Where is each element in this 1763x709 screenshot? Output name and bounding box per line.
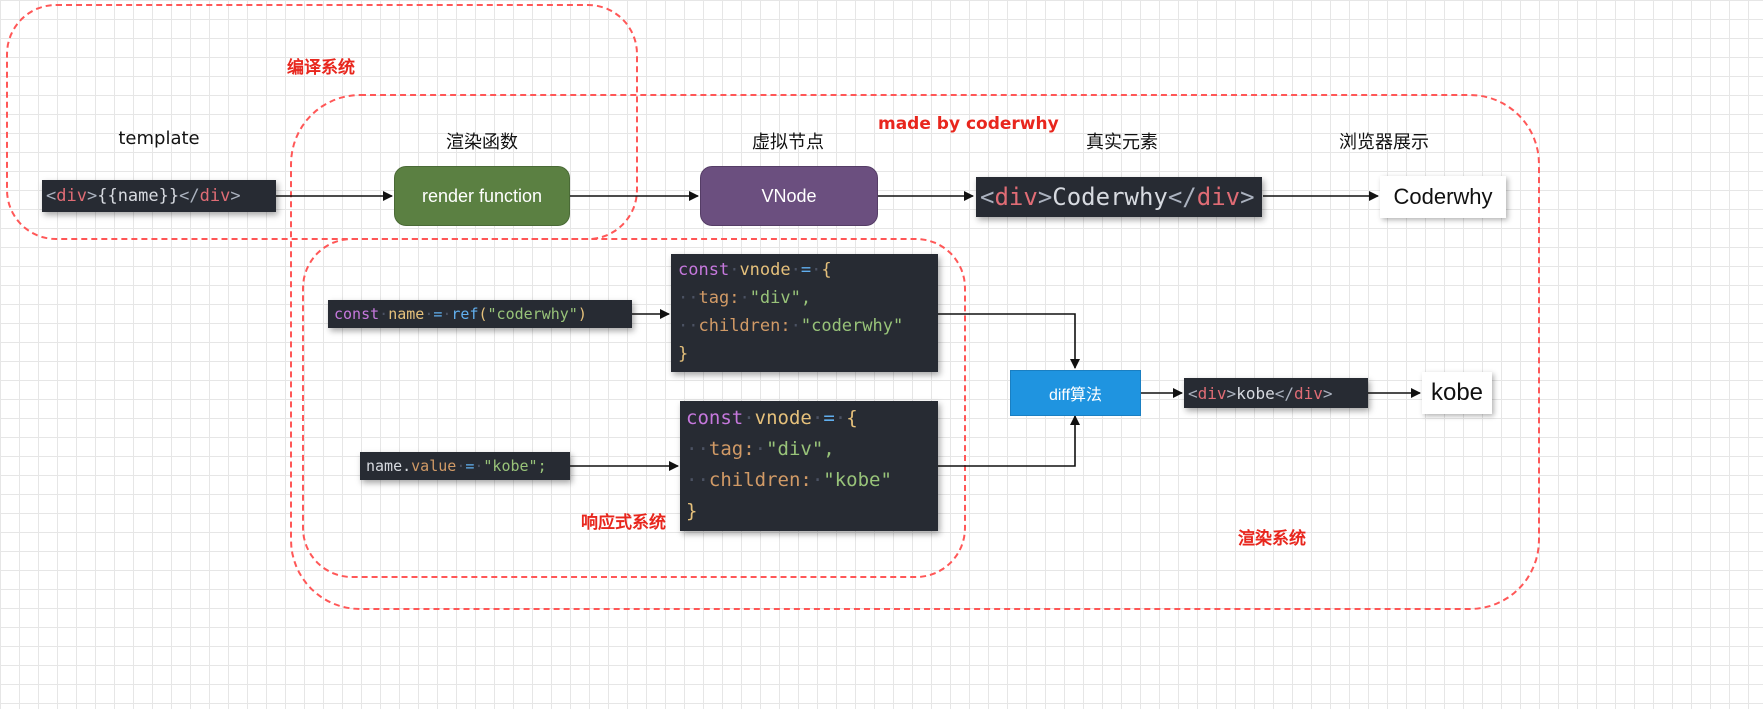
- real-text: Coderwhy: [1052, 183, 1168, 211]
- vnode1-kw: const: [678, 260, 730, 280]
- arrow-vnode2-to-diff: [938, 415, 1080, 467]
- vnode2-eq: =: [823, 407, 835, 429]
- stage-render-function-label: 渲染函数: [446, 132, 518, 153]
- ref-code-snippet: const·name·=·ref("coderwhy"): [328, 300, 632, 328]
- stage-real-element-label: 真实元素: [1086, 132, 1158, 153]
- vnode2-kw: const: [686, 407, 744, 429]
- ref-name: name: [388, 305, 425, 323]
- template-open-tag: div: [56, 186, 87, 206]
- assign-val: "kobe";: [483, 457, 547, 475]
- real-open-lt: <: [980, 183, 995, 211]
- template-close-gt: >: [230, 186, 241, 206]
- vnode2-name: vnode: [754, 407, 812, 429]
- arrow-vnode1-to-diff: [938, 313, 1080, 369]
- vnode2-children-val: "kobe": [823, 469, 892, 491]
- assign-prop: value: [411, 457, 457, 475]
- reactive-system-region: [302, 238, 966, 578]
- ref-kw: const: [334, 305, 380, 323]
- vnode2-children-key: children:: [708, 469, 812, 491]
- diff-algorithm-node: diff算法: [1010, 370, 1141, 416]
- patched-code-snippet: <div>kobe</div>: [1184, 378, 1368, 408]
- compile-system-region: [6, 4, 638, 240]
- vnode2-open: {: [846, 407, 858, 429]
- patched-text: kobe: [1236, 383, 1275, 403]
- vnode1-children-val: "coderwhy": [800, 316, 904, 336]
- assign-obj: name.: [366, 457, 412, 475]
- template-open-gt: >: [86, 186, 98, 206]
- patched-close-lt: </: [1274, 383, 1294, 403]
- reactive-system-label: 响应式系统: [581, 513, 666, 533]
- ref-lparen: (: [478, 305, 488, 323]
- assign-eq: =: [465, 457, 475, 475]
- ref-eq: =: [433, 305, 443, 323]
- browser-output-text: Coderwhy: [1393, 184, 1493, 209]
- compile-system-label: 编译系统: [287, 58, 355, 78]
- real-close-gt: >: [1240, 183, 1255, 211]
- patched-open-gt: >: [1226, 383, 1237, 403]
- vnode2-close: }: [686, 500, 698, 522]
- ref-rparen: ): [577, 305, 587, 323]
- real-open-tag: div: [994, 183, 1038, 211]
- template-code-snippet: <div>{{name}}</div>: [42, 180, 276, 212]
- vnode1-eq: =: [800, 260, 812, 280]
- vnode1-open: {: [821, 260, 832, 280]
- patched-open-lt: <: [1188, 383, 1198, 403]
- vnode2-tag-val: "div",: [766, 438, 835, 460]
- ref-fn: ref: [451, 305, 479, 323]
- patched-close-tag: div: [1293, 383, 1323, 403]
- vnode1-children-key: children:: [698, 316, 791, 336]
- vnode1-close: }: [678, 344, 689, 364]
- render-system-label: 渲染系统: [1238, 529, 1306, 549]
- vnode2-code-block: const·vnode·=·{ ··tag:·"div", ··children…: [680, 401, 938, 531]
- vnode1-name: vnode: [739, 260, 791, 280]
- assign-code-snippet: name.value·=·"kobe";: [360, 452, 570, 480]
- vnode1-code-block: const·vnode·=·{ ··tag:·"div", ··children…: [671, 254, 938, 372]
- browser-output-box: Coderwhy: [1380, 176, 1506, 218]
- render-function-node: render function: [394, 166, 570, 226]
- render-system-region: [290, 94, 1540, 610]
- template-open-lt: <: [46, 186, 57, 206]
- patched-output-text: kobe: [1430, 379, 1484, 406]
- template-mustache: {{name}}: [97, 186, 180, 206]
- patched-close-gt: >: [1322, 383, 1333, 403]
- watermark: made by coderwhy: [878, 114, 1059, 134]
- stage-vnode-label: 虚拟节点: [752, 132, 824, 153]
- patched-open-tag: div: [1197, 383, 1227, 403]
- vnode2-tag-key: tag:: [708, 438, 755, 460]
- real-open-gt: >: [1037, 183, 1053, 211]
- ref-arg: "coderwhy": [487, 305, 578, 323]
- template-close-lt: </: [179, 186, 200, 206]
- real-close-lt: </: [1167, 183, 1197, 211]
- vnode1-tag-key: tag:: [698, 288, 740, 308]
- template-close-tag: div: [199, 186, 231, 206]
- patched-output-box: kobe: [1422, 372, 1492, 414]
- vnode1-tag-val: "div",: [749, 288, 812, 308]
- vnode-node: VNode: [700, 166, 878, 226]
- real-element-code-snippet: <div>Coderwhy</div>: [976, 177, 1262, 217]
- stage-template-label: template: [118, 128, 200, 149]
- real-close-tag: div: [1196, 183, 1241, 211]
- stage-browser-label: 浏览器展示: [1339, 132, 1429, 153]
